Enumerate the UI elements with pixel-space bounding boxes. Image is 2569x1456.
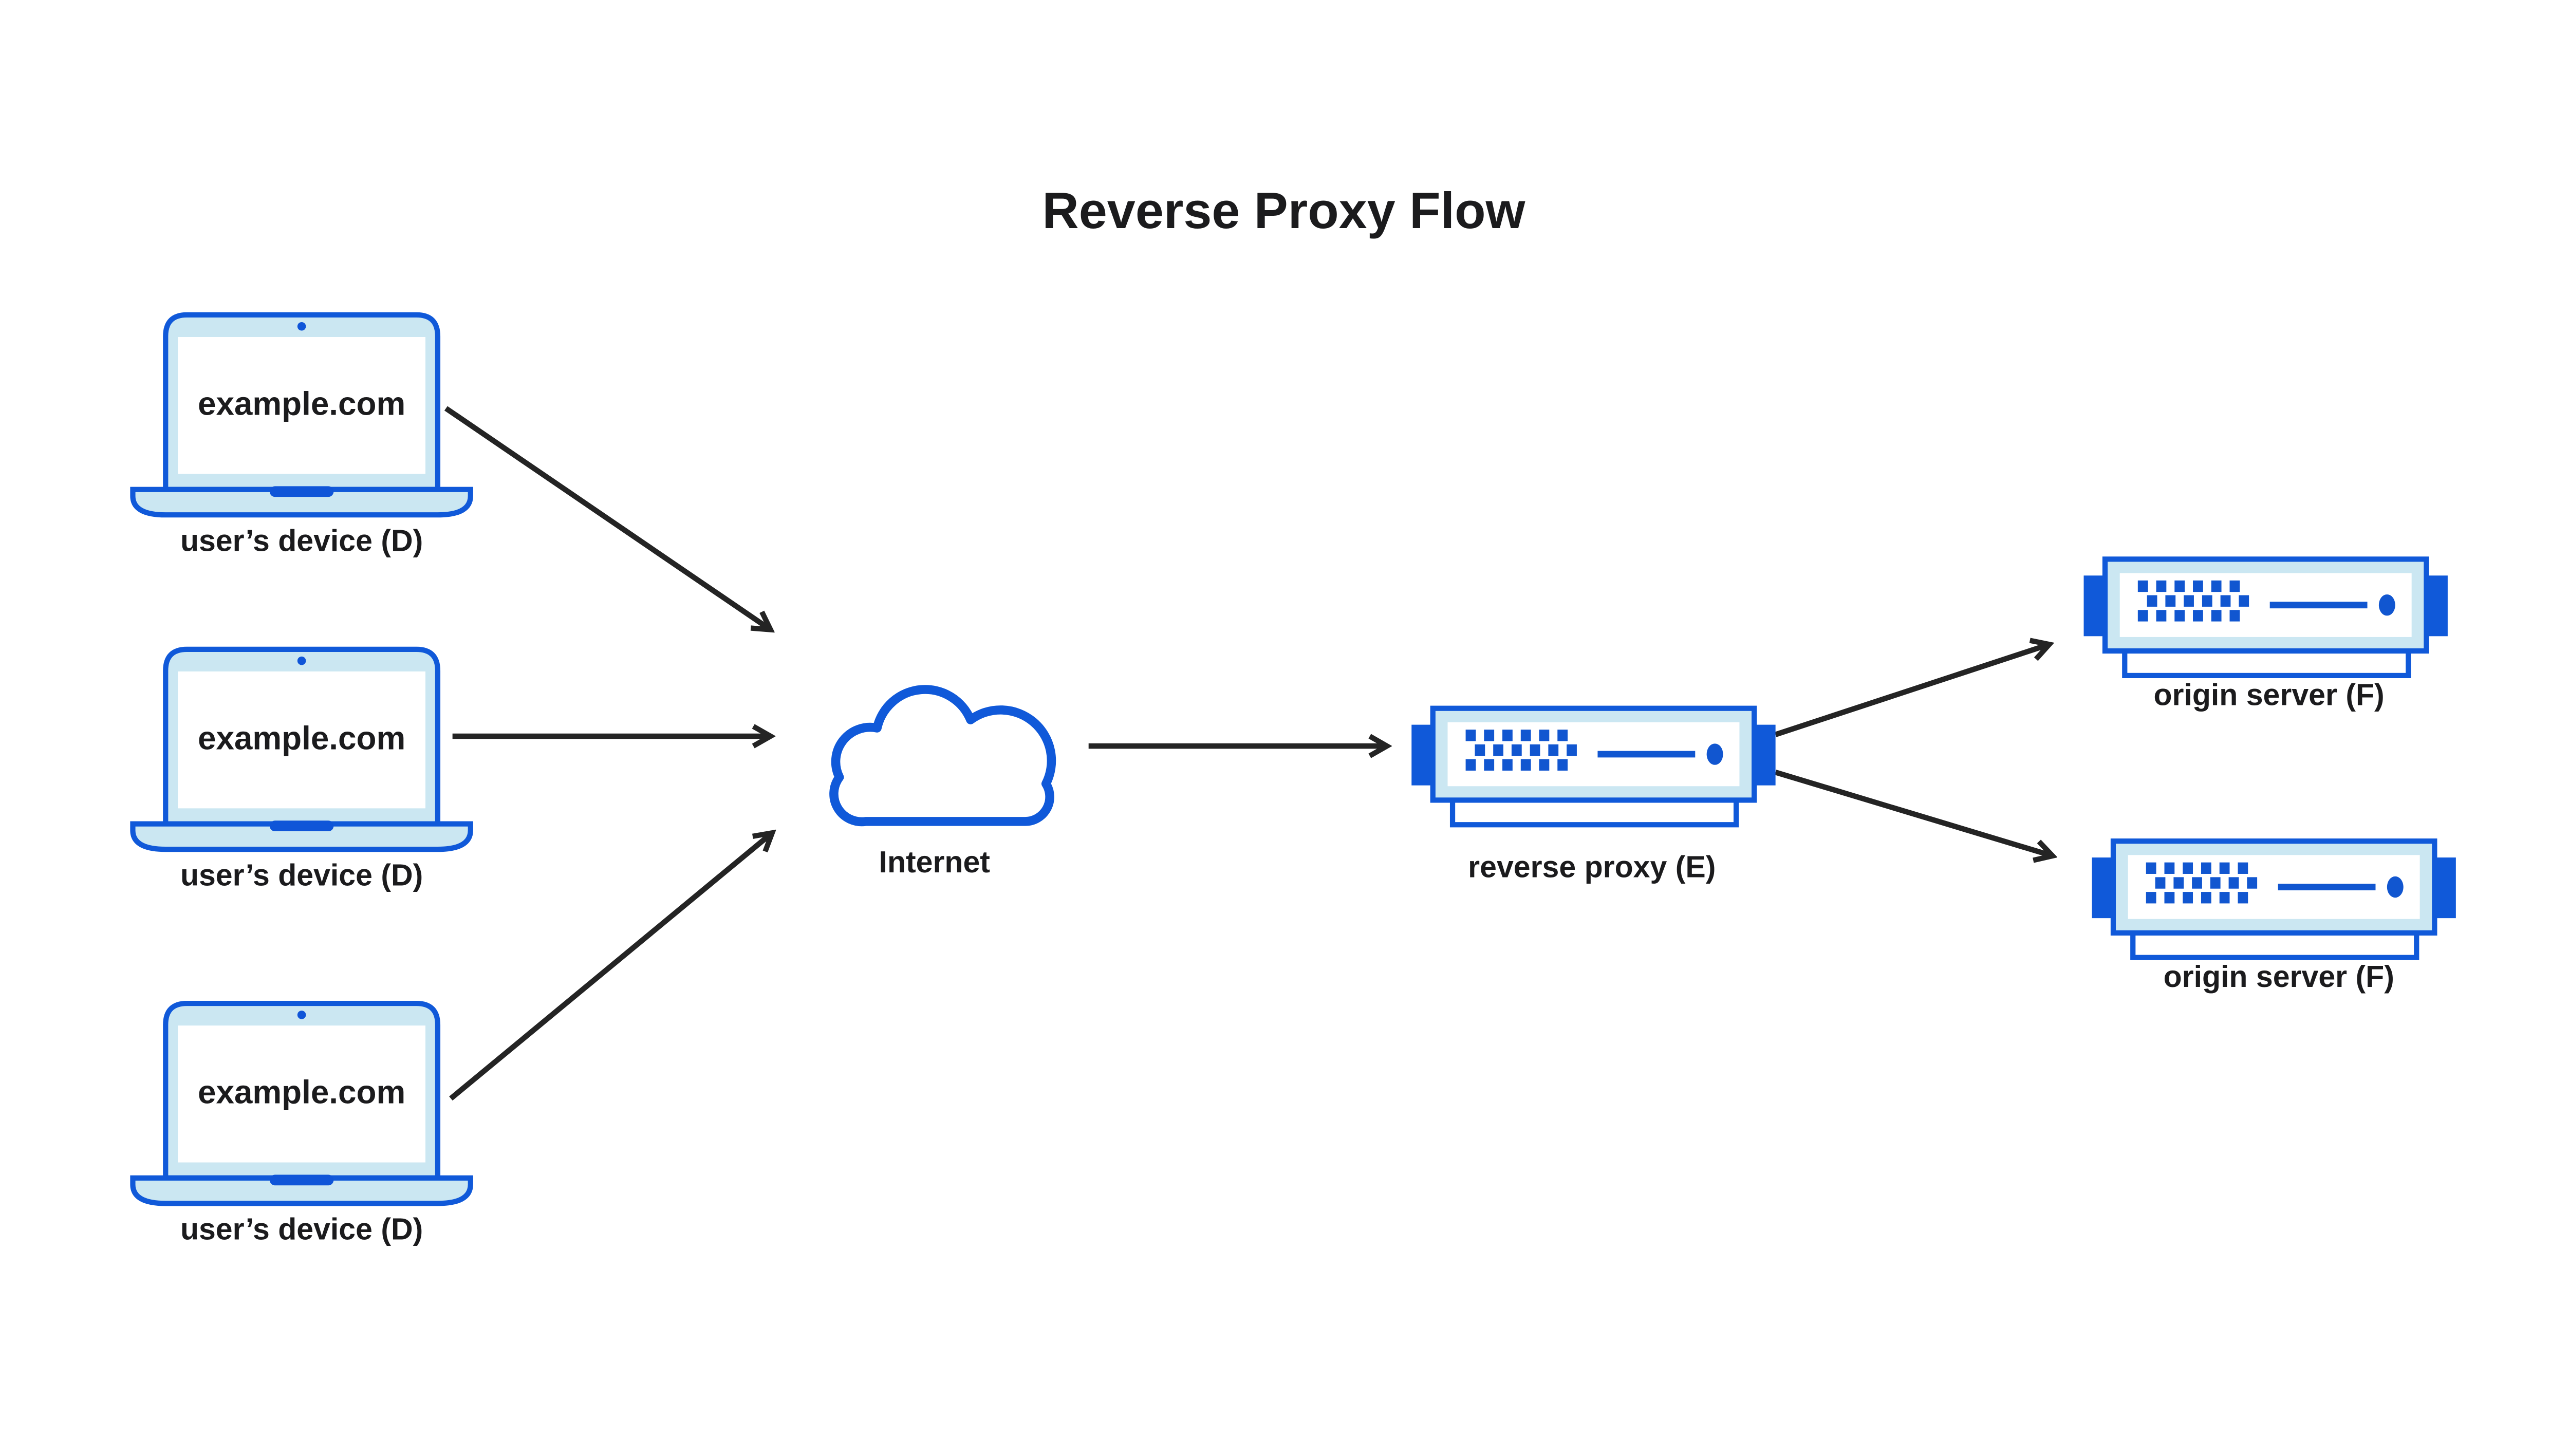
arrow-device1-to-internet	[444, 406, 771, 630]
origin-server-label: origin server (F)	[2153, 678, 2384, 712]
arrow-proxy-to-origin2	[1775, 770, 2053, 856]
origin-server-2: origin server (F)	[2092, 841, 2455, 994]
flow-arrows	[444, 406, 2053, 1101]
arrow-device3-to-internet	[449, 833, 772, 1101]
user-device-2: example.com user’s device (D)	[133, 649, 470, 892]
device-label: user’s device (D)	[180, 1212, 423, 1246]
reverse-proxy-node: reverse proxy (E)	[1411, 708, 1775, 884]
origin-server-label: origin server (F)	[2164, 960, 2394, 994]
reverse-proxy-icon	[1411, 708, 1775, 825]
diagram-title: Reverse Proxy Flow	[1042, 182, 1525, 239]
user-device-1: example.com user’s device (D)	[133, 315, 470, 557]
arrow-proxy-to-origin1	[1775, 644, 2050, 737]
device-screen-url: example.com	[198, 719, 405, 756]
internet-label: Internet	[879, 845, 990, 879]
device-screen-url: example.com	[198, 1074, 405, 1111]
cloud-icon	[829, 685, 1056, 827]
device-label: user’s device (D)	[180, 524, 423, 557]
device-label: user’s device (D)	[180, 858, 423, 892]
internet-node: Internet	[829, 685, 1056, 879]
user-device-3: example.com user’s device (D)	[133, 1003, 470, 1246]
reverse-proxy-label: reverse proxy (E)	[1468, 850, 1716, 884]
origin-server-icon	[2092, 841, 2455, 958]
device-screen-url: example.com	[198, 385, 405, 422]
origin-server-icon	[2084, 559, 2448, 676]
origin-server-1: origin server (F)	[2084, 559, 2448, 712]
